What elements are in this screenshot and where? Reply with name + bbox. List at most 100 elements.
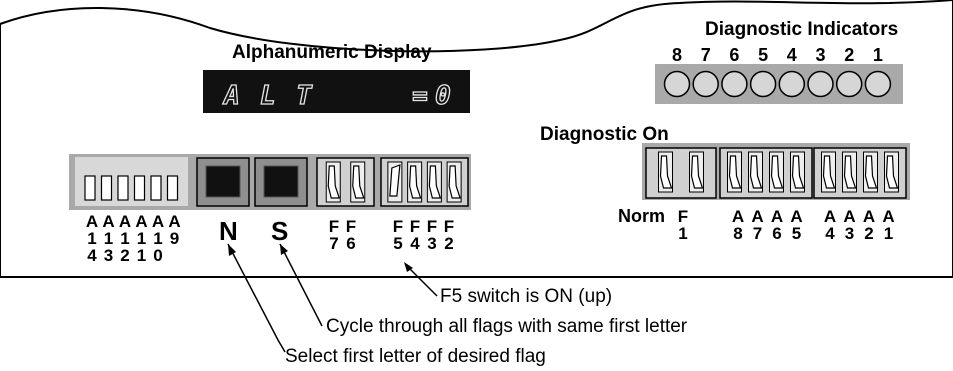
panel-top-curve <box>0 0 953 53</box>
button-s-face <box>263 165 299 198</box>
dip-label: 4 <box>87 246 97 265</box>
diagnostic-on-label: Diagnostic On <box>540 124 669 145</box>
dip-label: A <box>119 212 131 231</box>
switch-group-a8-a5-toggle-lever <box>770 155 784 189</box>
f-switch-label: F <box>329 217 339 236</box>
panel-outline <box>0 0 953 278</box>
f-switch-label: 5 <box>393 234 402 253</box>
f-switch-label: 7 <box>329 234 338 253</box>
dip-label: A <box>135 212 147 231</box>
dip-switch <box>84 175 96 201</box>
dip-switch <box>100 175 113 201</box>
annotation-cycle: Cycle through all flags with same first … <box>326 316 688 337</box>
a-switch-label: 8 <box>733 224 742 243</box>
a-switch-label: 2 <box>864 224 873 243</box>
callout-arrow-cycle <box>280 244 288 255</box>
a-switch-label: A <box>732 207 744 226</box>
a-switch-label: A <box>790 207 802 226</box>
button-n-label: N <box>219 216 238 246</box>
callout-line-cycle <box>279 243 323 327</box>
dip-label: 2 <box>120 246 129 265</box>
diagnostic-number: 6 <box>729 45 739 65</box>
dip-label: A <box>102 212 114 231</box>
f-switch-label: 4 <box>410 234 420 253</box>
a-switch-label: A <box>771 207 783 226</box>
f-switch-label: F <box>427 217 437 236</box>
callout-line-f5 <box>406 265 438 297</box>
f-switch-label: F <box>346 217 356 236</box>
display-char: T <box>296 81 313 111</box>
dip-label: 1 <box>120 229 129 248</box>
dip-label: 9 <box>170 229 179 248</box>
switch-group-f7-f6-toggle-lever <box>352 165 365 199</box>
diagnostic-number: 3 <box>815 45 825 65</box>
f-switch-label: 3 <box>427 234 436 253</box>
diagnostic-led <box>807 70 834 98</box>
diagnostic-led <box>663 70 691 98</box>
dip-label: 0 <box>153 246 162 265</box>
diagnostic-led <box>835 70 863 98</box>
dip-label: 1 <box>137 229 146 248</box>
diagnostic-led <box>864 70 892 98</box>
diagnostic-led <box>778 70 806 98</box>
f1-label: F <box>678 207 688 226</box>
switch-group-f5-f2-toggle-lever <box>389 164 401 197</box>
diagnostic-led <box>749 70 777 98</box>
dip-label: A <box>152 212 164 231</box>
switch-group-f5-f2-toggle-lever <box>448 165 461 199</box>
switch-group-a4-a1-toggle-lever <box>843 155 857 189</box>
a-switch-label: 1 <box>884 224 893 243</box>
switch-group-f5-f2-toggle-lever <box>409 165 422 199</box>
norm-label: Norm <box>618 206 666 226</box>
f-switch-label: 6 <box>346 234 355 253</box>
a-switch-label: A <box>824 207 836 226</box>
f-switch-label: 2 <box>444 234 453 253</box>
switch-group-a4-a1-toggle-lever <box>885 155 899 189</box>
button-n-face <box>205 165 241 198</box>
a-switch-label: 6 <box>772 224 781 243</box>
f-switch-label: F <box>393 217 403 236</box>
diagnostic-number: 5 <box>758 45 768 65</box>
switch-group-f7-f6 <box>316 157 375 207</box>
switch-group-a4-a1-toggle-lever <box>822 155 836 189</box>
callout-line-select <box>227 243 286 353</box>
a-switch-label: A <box>751 207 763 226</box>
diagnostic-number: 8 <box>672 45 682 65</box>
a-switch-label: 7 <box>753 224 762 243</box>
dip-label: 1 <box>137 246 146 265</box>
display-char: L <box>260 81 276 111</box>
diagnostic-number: 2 <box>844 45 854 65</box>
a-switch-label: 3 <box>845 224 854 243</box>
switch-group-a8-a5-toggle-lever <box>791 155 805 189</box>
callout-arrow-f5 <box>404 262 413 272</box>
dip-label: A <box>86 212 98 231</box>
diagnostic-led <box>721 70 748 98</box>
a-switch-label: A <box>843 207 855 226</box>
diagnostic-number: 4 <box>787 45 797 65</box>
switch-group-f1-toggle-lever <box>690 155 704 189</box>
dip-switch <box>166 175 179 201</box>
dip-label: 1 <box>87 229 96 248</box>
dip-label: 1 <box>104 229 113 248</box>
f-switch-label: F <box>410 217 420 236</box>
callout-arrow-select <box>228 244 236 256</box>
switch-group-a8-a5-toggle-lever <box>728 155 742 189</box>
display-char: 0 <box>435 81 451 111</box>
a-switch-label: 5 <box>792 224 801 243</box>
diagnostic-led <box>692 70 719 98</box>
f-switch-label: F <box>444 217 454 236</box>
dip-label: A <box>168 212 180 231</box>
switch-group-f1-toggle-lever <box>659 155 673 189</box>
display-title: Alphanumeric Display <box>232 42 432 63</box>
a-switch-label: 4 <box>825 224 835 243</box>
display-char: = <box>412 81 428 111</box>
switch-group-f5-f2-toggle-lever <box>428 165 442 199</box>
annotation-f5: F5 switch is ON (up) <box>440 286 613 307</box>
dip-label: 1 <box>153 229 162 248</box>
alphanumeric-display <box>203 70 470 113</box>
a-switch-label: A <box>863 207 875 226</box>
button-s-label: S <box>271 216 289 246</box>
diagnostic-number: 1 <box>873 45 883 65</box>
a-switch-label: A <box>882 207 894 226</box>
